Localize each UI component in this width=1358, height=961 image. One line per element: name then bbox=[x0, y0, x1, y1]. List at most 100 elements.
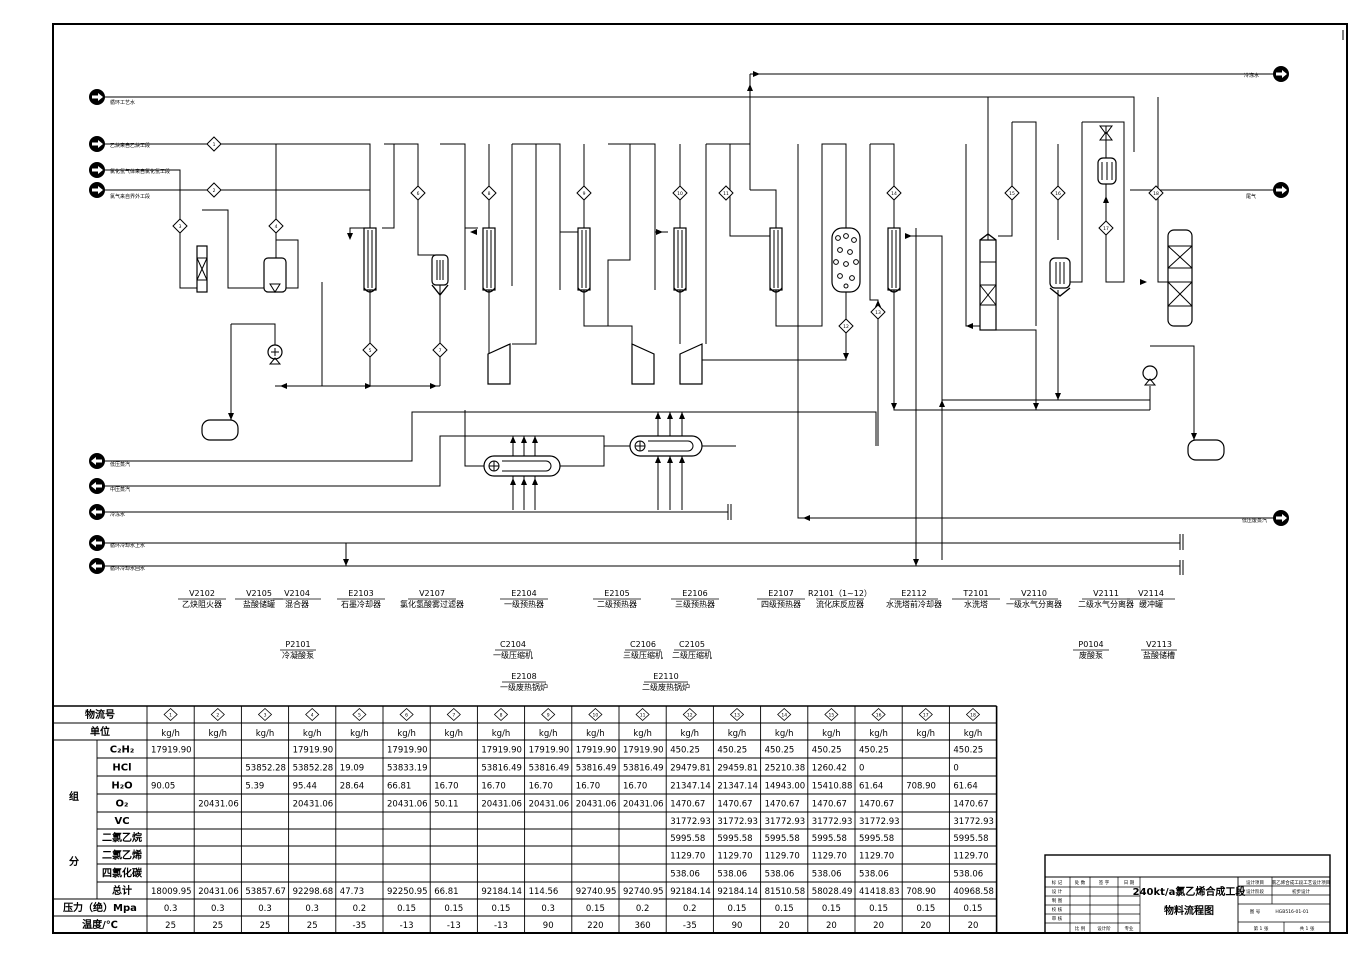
v2105-hcl-tank bbox=[263, 257, 287, 293]
equipment-name: 二级废热锅炉 bbox=[642, 682, 690, 692]
table-cell: 29459.81 bbox=[717, 764, 758, 774]
e2108-waste-heat-boiler-1 bbox=[483, 455, 561, 477]
project-value: 氯乙烯合成工段工艺设计项目 bbox=[1272, 879, 1331, 886]
component-name: 四氯化碳 bbox=[102, 867, 143, 880]
table-stream-number: 9 bbox=[541, 707, 556, 722]
table-stream-tag: 14 bbox=[781, 713, 787, 719]
table-stream-tag: 13 bbox=[734, 713, 740, 719]
table-cell: 31772.93 bbox=[812, 817, 853, 827]
equipment-name: 二级预热器 bbox=[597, 599, 637, 609]
tail-gas-outlet-icon bbox=[1273, 182, 1289, 198]
waste-steam-outlet-icon bbox=[1273, 510, 1289, 526]
equipment-tag: V2111 bbox=[1093, 589, 1119, 598]
table-cell: 20431.06 bbox=[481, 800, 522, 810]
stream-tag-11: 11 bbox=[718, 185, 734, 201]
stream-tag-label: 17 bbox=[1103, 226, 1109, 232]
stage-value: 初步设计 bbox=[1292, 888, 1310, 895]
table-cell: 28.64 bbox=[340, 782, 364, 792]
table-cell: 450.25 bbox=[765, 746, 795, 756]
table-stream-tag: 5 bbox=[358, 713, 361, 719]
stream-tag-3: 3 bbox=[172, 218, 188, 234]
table-stream-number: 5 bbox=[352, 707, 367, 722]
table-stream-number: 3 bbox=[257, 707, 273, 722]
stream-tag-1: 1 bbox=[206, 136, 222, 152]
feed-inlet-icon bbox=[89, 136, 105, 152]
utility-label: 循环冷却水回水 bbox=[110, 565, 145, 572]
table-cell: 17919.90 bbox=[151, 746, 192, 756]
stream-tag-label: 3 bbox=[179, 224, 182, 230]
table-cell: 20431.06 bbox=[198, 800, 239, 810]
stream-tag-label: 15 bbox=[1009, 191, 1015, 197]
table-cell: 1129.70 bbox=[812, 852, 847, 862]
project-label: 设计项目 bbox=[1246, 879, 1264, 886]
table-stream-number: 11 bbox=[635, 707, 650, 722]
table-cell: 1129.70 bbox=[859, 852, 894, 862]
table-stream-tag: 4 bbox=[311, 713, 314, 719]
stream-tag-7: 7 bbox=[432, 342, 448, 358]
utility-label: 循环冷却水上水 bbox=[110, 542, 145, 549]
table-cell: 1470.67 bbox=[812, 800, 847, 810]
table-stream-number: 16 bbox=[871, 707, 886, 722]
table-cell: 1470.67 bbox=[859, 800, 894, 810]
e2103-graphite-cooler bbox=[363, 227, 377, 293]
table-cell: 0.3 bbox=[258, 904, 272, 914]
table-unit-cell: kg/h bbox=[586, 729, 605, 739]
utility-outlet-icon bbox=[89, 453, 105, 469]
table-stream-number: 7 bbox=[446, 707, 461, 722]
utility-label: 低压蒸汽 bbox=[110, 461, 130, 468]
equipment-tag: V2107 bbox=[419, 589, 445, 598]
equipment-tag: P2101 bbox=[285, 640, 310, 649]
drawing-number-label: 图 号 bbox=[1250, 909, 1261, 915]
table-cell: 1470.67 bbox=[765, 800, 800, 810]
utility-outlet-icon bbox=[89, 478, 105, 494]
table-unit-cell: kg/h bbox=[633, 729, 652, 739]
stream-tag-label: 9 bbox=[583, 191, 586, 197]
equipment-name: 一级预热器 bbox=[504, 599, 544, 609]
equipment-name: 三级压缩机 bbox=[623, 650, 663, 660]
table-cell: 58028.49 bbox=[812, 887, 853, 897]
e2106-preheater-3 bbox=[673, 227, 687, 293]
table-cell: 31772.93 bbox=[859, 817, 900, 827]
utility-terminators bbox=[89, 66, 1289, 574]
equipment-tag: R2101（1~12） bbox=[808, 589, 872, 598]
table-stream-tag: 10 bbox=[593, 713, 599, 719]
table-cell: -13 bbox=[447, 921, 461, 931]
equipment-tag: C2104 bbox=[500, 640, 526, 649]
table-cell: 450.25 bbox=[859, 746, 889, 756]
table-cell: 25 bbox=[307, 921, 318, 931]
equipment-tag: V2105 bbox=[246, 589, 272, 598]
table-cell: 708.90 bbox=[906, 782, 936, 792]
table-cell: 90.05 bbox=[151, 782, 175, 792]
equipment-list: V2102乙炔阻火器V2105盐酸储罐V2104混合器E2103石墨冷却器V21… bbox=[178, 589, 1177, 692]
stream-tag-17: 17 bbox=[1098, 220, 1114, 236]
material-balance-table: 物流号单位组分1kg/h2kg/h3kg/h4kg/h5kg/h6kg/h7kg… bbox=[52, 705, 998, 934]
stream-tag-9: 9 bbox=[576, 185, 592, 201]
utility-outlet-icon bbox=[89, 535, 105, 551]
table-cell: 16.70 bbox=[434, 782, 458, 792]
table-cell: 31772.93 bbox=[717, 817, 758, 827]
table-cell: 1129.70 bbox=[953, 852, 988, 862]
title-row-label: 审 核 bbox=[1052, 915, 1063, 922]
title-col-header: 签 字 bbox=[1099, 879, 1110, 886]
table-stream-number: 12 bbox=[682, 707, 697, 722]
component-name: O₂ bbox=[116, 799, 129, 810]
table-cell: -13 bbox=[400, 921, 414, 931]
table-cell: 17919.90 bbox=[293, 746, 334, 756]
e2105-preheater-2 bbox=[577, 227, 591, 293]
title-bottom-label: 设计阶 bbox=[1097, 925, 1111, 932]
equipment-name: 四级预热器 bbox=[761, 599, 801, 609]
table-cell: 538.06 bbox=[717, 870, 747, 880]
table-cell: 5995.58 bbox=[953, 834, 988, 844]
table-cell: 0.3 bbox=[211, 904, 225, 914]
table-cell: 5995.58 bbox=[670, 834, 705, 844]
stream-tag-label: 14 bbox=[891, 191, 897, 197]
table-unit-cell: kg/h bbox=[256, 729, 275, 739]
stream-tag-4: 4 bbox=[268, 218, 284, 234]
boiler-steam-lines bbox=[510, 412, 685, 510]
table-stream-tag: 2 bbox=[216, 713, 219, 719]
